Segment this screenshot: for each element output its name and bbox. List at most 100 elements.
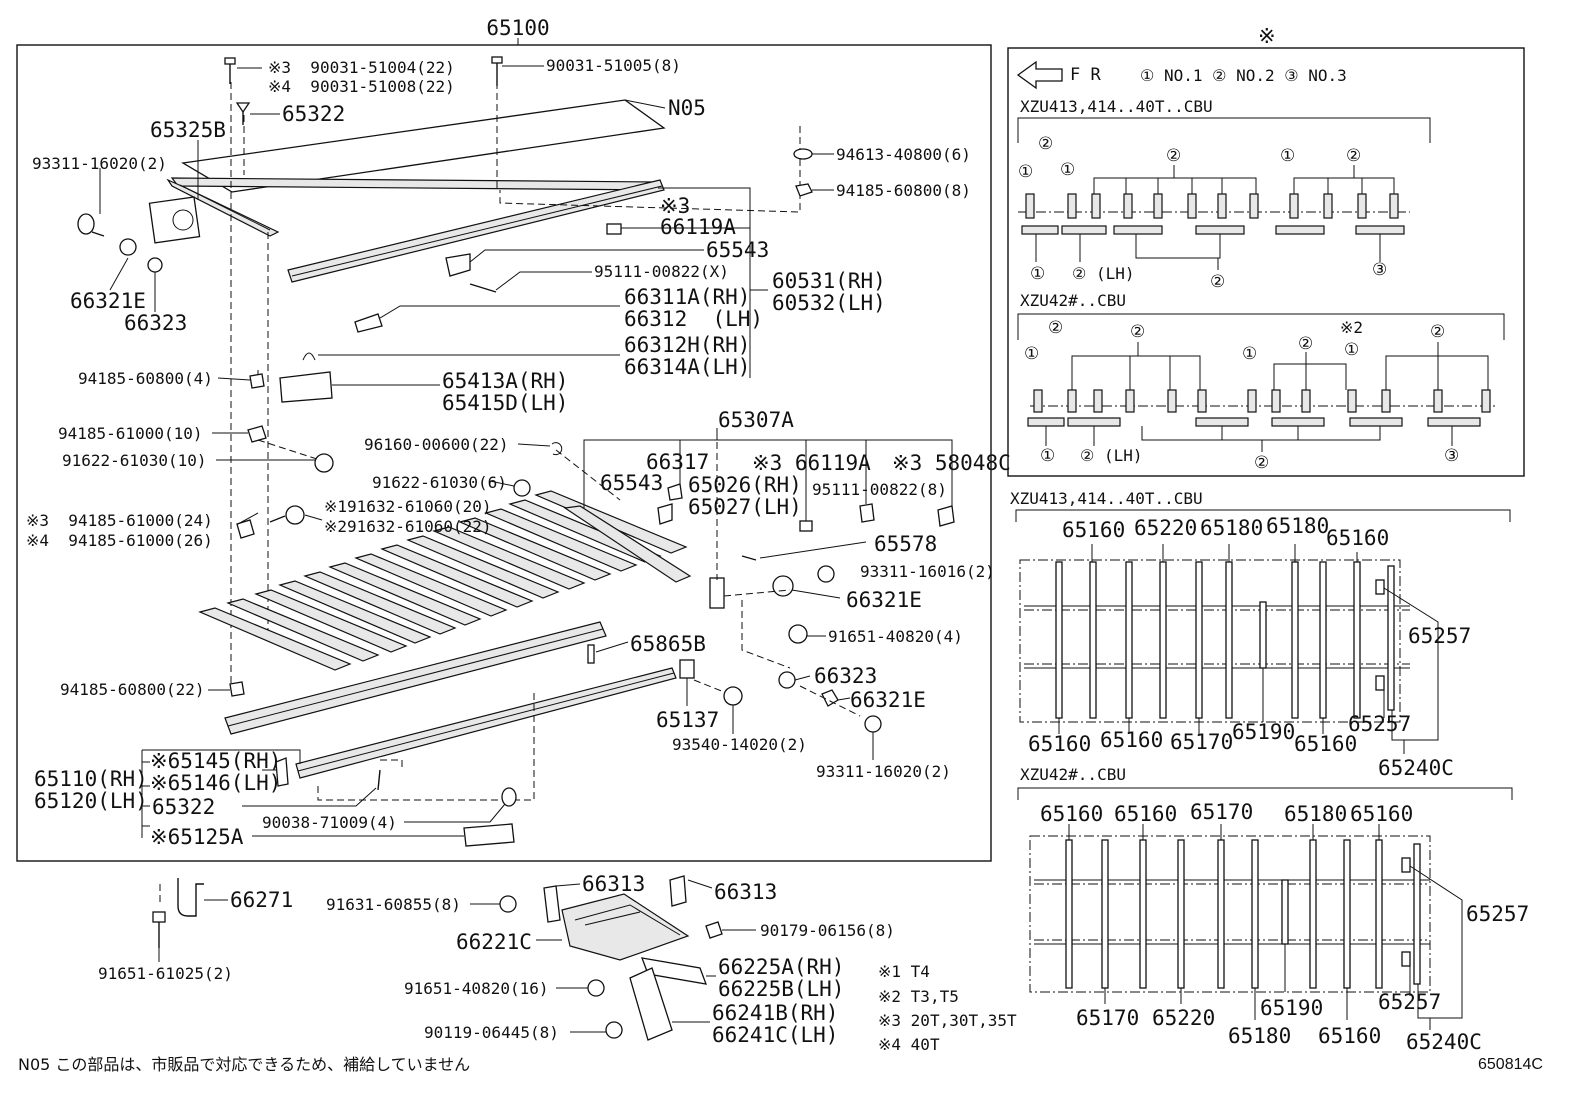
label-l29: 91622-61030(6)	[372, 473, 507, 492]
plan1-label-5: 65160	[1326, 526, 1389, 550]
label-m9: 91651-40820(16)	[404, 979, 549, 998]
plan1-model: XZU413,414..40T..CBU	[1010, 489, 1203, 508]
label-m8: 66225A(RH) 66225B(LH)	[718, 956, 844, 1000]
bottom-mark-11: ②	[1254, 453, 1269, 473]
plan2-label-10: 65180	[1228, 1024, 1291, 1048]
top-mark-7: ①	[1030, 264, 1045, 284]
plan2-label-6: 65257	[1466, 902, 1529, 926]
label-l46: 90038-71009(4)	[262, 813, 397, 832]
label-l25: ※3 58048C	[892, 451, 1011, 475]
label-l21: 96160-00600(22)	[364, 435, 509, 454]
label-l40: 65137	[656, 708, 719, 732]
top-mark-3: ①	[1060, 160, 1075, 180]
inset-mark: ※	[1258, 24, 1276, 48]
label-m11: 90119-06445(8)	[424, 1023, 559, 1042]
label-l43: ※65145(RH) ※65146(LH)	[150, 750, 281, 794]
numbering-key: ① NO.1 ② NO.2 ③ NO.3	[1140, 66, 1347, 85]
label-l31: ※3 94185-61000(24) ※4 94185-61000(26)	[26, 511, 213, 551]
top-mark-6: ②	[1346, 146, 1361, 166]
legend-1: ※1 T4	[878, 962, 930, 981]
label-l1: ※3 90031-51004(22) ※4 90031-51008(22)	[268, 58, 455, 96]
bottom-mark-7: ①	[1344, 340, 1359, 360]
plan1-label-9: 65170	[1170, 730, 1233, 754]
bottom-mark-6: ②	[1298, 334, 1313, 354]
bottom-mark-3: ②	[1130, 322, 1145, 342]
assembly-number: 65100	[486, 16, 549, 40]
inset-top-model: XZU413,414..40T..CBU	[1020, 97, 1213, 116]
top-mark-5: ①	[1280, 146, 1295, 166]
plan1-label-3: 65180	[1200, 516, 1263, 540]
label-l3: N05	[668, 96, 706, 120]
top-mark-4: ②	[1166, 146, 1181, 166]
plan2-label-8: 65220	[1152, 1006, 1215, 1030]
bottom-mark-10: ② (LH)	[1080, 446, 1143, 465]
plan1-label-12: 65257	[1348, 712, 1411, 736]
bottom-mark-9: ①	[1040, 446, 1055, 466]
top-mark-2: ①	[1018, 162, 1033, 182]
label-l38: 66321E	[850, 688, 926, 712]
top-mark-10: ③	[1372, 260, 1387, 280]
label-l5: 65325B	[150, 118, 226, 142]
label-l20: 91622-61030(10)	[62, 451, 207, 470]
footnote: N05 この部品は、市販品で対応できるため、補給していません	[18, 1051, 470, 1075]
label-l11: 95111-00822(X)	[594, 262, 729, 281]
legend-3: ※3 20T,30T,35T	[878, 1011, 1017, 1030]
label-l35: 91651-40820(4)	[828, 627, 963, 646]
label-l19: 94185-61000(10)	[58, 424, 203, 443]
plan1-label-4: 65180	[1266, 514, 1329, 538]
label-l24: ※3 66119A	[752, 451, 871, 475]
label-l36: 65865B	[630, 632, 706, 656]
label-l22: 65307A	[718, 408, 794, 432]
plan2-label-2: 65160	[1114, 802, 1177, 826]
label-l15: 66321E	[70, 289, 146, 313]
label-l2: 90031-51005(8)	[546, 56, 681, 75]
label-l9: ※3 66119A	[660, 196, 736, 238]
plan1-label-13: 65240C	[1378, 756, 1454, 780]
label-l28: 95111-00822(8)	[812, 480, 947, 499]
plan2-label-9: 65190	[1260, 996, 1323, 1020]
plan1-label-2: 65220	[1134, 516, 1197, 540]
label-l8: 94185-60800(8)	[836, 181, 971, 200]
label-m3: 91631-60855(8)	[326, 895, 461, 914]
label-m6: 66221C	[456, 930, 532, 954]
label-l30: ※191632-61060(20) ※291632-61060(22)	[324, 497, 492, 537]
top-mark-9: ②	[1210, 272, 1225, 292]
label-m10: 66241B(RH) 66241C(LH)	[712, 1002, 838, 1046]
label-l6: 93311-16020(2)	[32, 154, 167, 173]
bottom-mark-12: ③	[1444, 446, 1459, 466]
label-l13: 66311A(RH) 66312 (LH)	[624, 286, 763, 330]
plan1-label-1: 65160	[1062, 518, 1125, 542]
label-m4: 66313	[582, 872, 645, 896]
label-l14: 66312H(RH) 66314A(LH)	[624, 334, 750, 378]
label-l12: 60531(RH) 60532(LH)	[772, 270, 886, 314]
label-l27: 65026(RH) 65027(LH)	[688, 474, 802, 518]
label-l32: 65578	[874, 532, 937, 556]
plan2-model: XZU42#..CBU	[1020, 765, 1126, 784]
top-mark-8: ② (LH)	[1072, 264, 1135, 283]
bottom-mark-4: ※2	[1340, 318, 1363, 337]
label-l18: 65413A(RH) 65415D(LH)	[442, 370, 568, 414]
label-l37: 66323	[814, 664, 877, 688]
label-l7: 94613-40800(6)	[836, 145, 971, 164]
legend-2: ※2 T3,T5	[878, 987, 959, 1006]
plan2-label-3: 65170	[1190, 800, 1253, 824]
label-l4: 65322	[282, 102, 345, 126]
plan2-label-13: 65240C	[1406, 1030, 1482, 1054]
plan2-label-1: 65160	[1040, 802, 1103, 826]
bottom-mark-5: ①	[1242, 344, 1257, 364]
plan1-label-6: 65257	[1408, 624, 1471, 648]
plan1-label-8: 65160	[1100, 728, 1163, 752]
bottom-mark-1: ②	[1048, 318, 1063, 338]
bottom-mark-8: ②	[1430, 322, 1445, 342]
plan2-label-4: 65180	[1284, 802, 1347, 826]
label-l34: 66321E	[846, 588, 922, 612]
plan2-label-5: 65160	[1350, 802, 1413, 826]
label-m5: 66313	[714, 880, 777, 904]
bottom-mark-2: ①	[1024, 344, 1039, 364]
label-l17: 94185-60800(4)	[78, 369, 213, 388]
top-mark-1: ②	[1038, 134, 1053, 154]
label-m1: 66271	[230, 888, 293, 912]
plan1-label-10: 65190	[1232, 720, 1295, 744]
label-l26: 65543	[600, 471, 663, 495]
